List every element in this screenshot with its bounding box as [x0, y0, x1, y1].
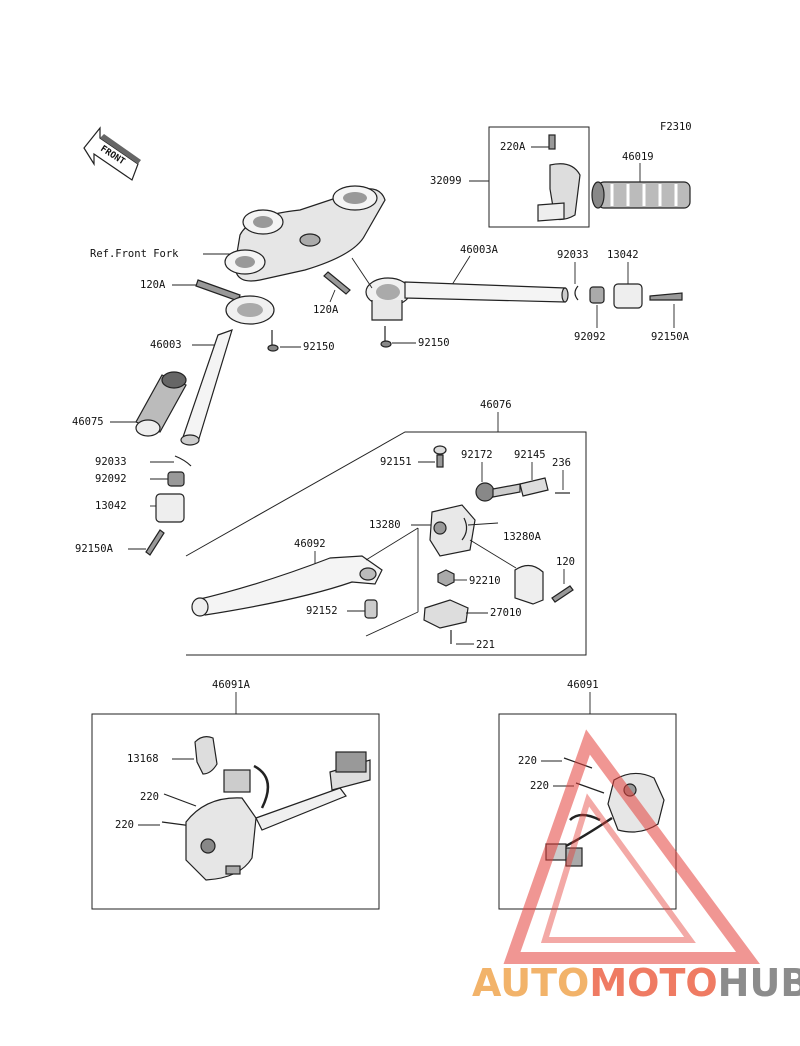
label-92172: 92172 — [461, 449, 493, 461]
label-46075: 46075 — [72, 416, 104, 428]
label-92152: 92152 — [306, 605, 338, 617]
label-13168: 13168 — [127, 753, 159, 765]
label-92145: 92145 — [514, 449, 546, 461]
label-46091: 46091 — [567, 679, 599, 691]
label-13280A: 13280A — [503, 531, 542, 543]
label-92150A-left: 92150A — [75, 543, 114, 555]
label-92150A-right: 92150A — [651, 331, 690, 343]
left-grip — [135, 371, 187, 437]
label-92150-left: 92150 — [303, 341, 335, 353]
label-32099: 32099 — [430, 175, 462, 187]
watermark-part-2: MOTO — [589, 961, 717, 1005]
clutch-lever — [191, 555, 383, 617]
front-arrow-icon: FRONT — [83, 126, 141, 181]
label-120A-right: 120A — [313, 304, 339, 316]
label-46076: 46076 — [480, 399, 512, 411]
label-46019: 46019 — [622, 151, 654, 163]
left-handlebar — [180, 295, 275, 446]
label-220-right-b: 220 — [530, 780, 549, 792]
label-13042-right: 13042 — [607, 249, 639, 261]
label-46091A: 46091A — [212, 679, 251, 691]
label-220-left-a: 220 — [140, 791, 159, 803]
label-220-left-b: 220 — [115, 819, 134, 831]
top-triple-clamp — [224, 185, 386, 282]
label-92151: 92151 — [380, 456, 412, 468]
label-92092-right: 92092 — [574, 331, 606, 343]
watermark-text: AUTOMOTOHUB — [472, 961, 800, 1005]
label-27010: 27010 — [490, 607, 522, 619]
lever-box — [185, 431, 587, 656]
label-221: 221 — [476, 639, 495, 651]
label-46092: 46092 — [294, 538, 326, 550]
label-46003A: 46003A — [460, 244, 499, 256]
label-120A-left: 120A — [140, 279, 166, 291]
left-switch-box — [91, 713, 380, 910]
label-92210: 92210 — [469, 575, 501, 587]
label-236: 236 — [552, 457, 571, 469]
right-handlebar — [365, 277, 569, 321]
label-46003: 46003 — [150, 339, 182, 351]
throttle-housing — [537, 134, 581, 222]
label-120: 120 — [556, 556, 575, 568]
right-switch-box — [498, 713, 677, 910]
watermark-logo-icon — [503, 729, 760, 964]
label-13042-left: 13042 — [95, 500, 127, 512]
left-switch-housing — [185, 751, 371, 881]
label-ref-front-fork: Ref.Front Fork — [90, 248, 179, 260]
label-92033-left: 92033 — [95, 456, 127, 468]
watermark-part-3: HUB — [718, 961, 800, 1005]
label-13280: 13280 — [369, 519, 401, 531]
label-92033-right: 92033 — [557, 249, 589, 261]
label-220A: 220A — [500, 141, 526, 153]
figure-code: F2310 — [660, 121, 692, 133]
label-92150-right: 92150 — [418, 337, 450, 349]
watermark-part-1: AUTO — [472, 961, 589, 1005]
right-grip — [591, 181, 691, 209]
label-220-right-a: 220 — [518, 755, 537, 767]
label-92092-left: 92092 — [95, 473, 127, 485]
clutch-perch — [429, 504, 476, 557]
throttle-box — [488, 126, 590, 228]
